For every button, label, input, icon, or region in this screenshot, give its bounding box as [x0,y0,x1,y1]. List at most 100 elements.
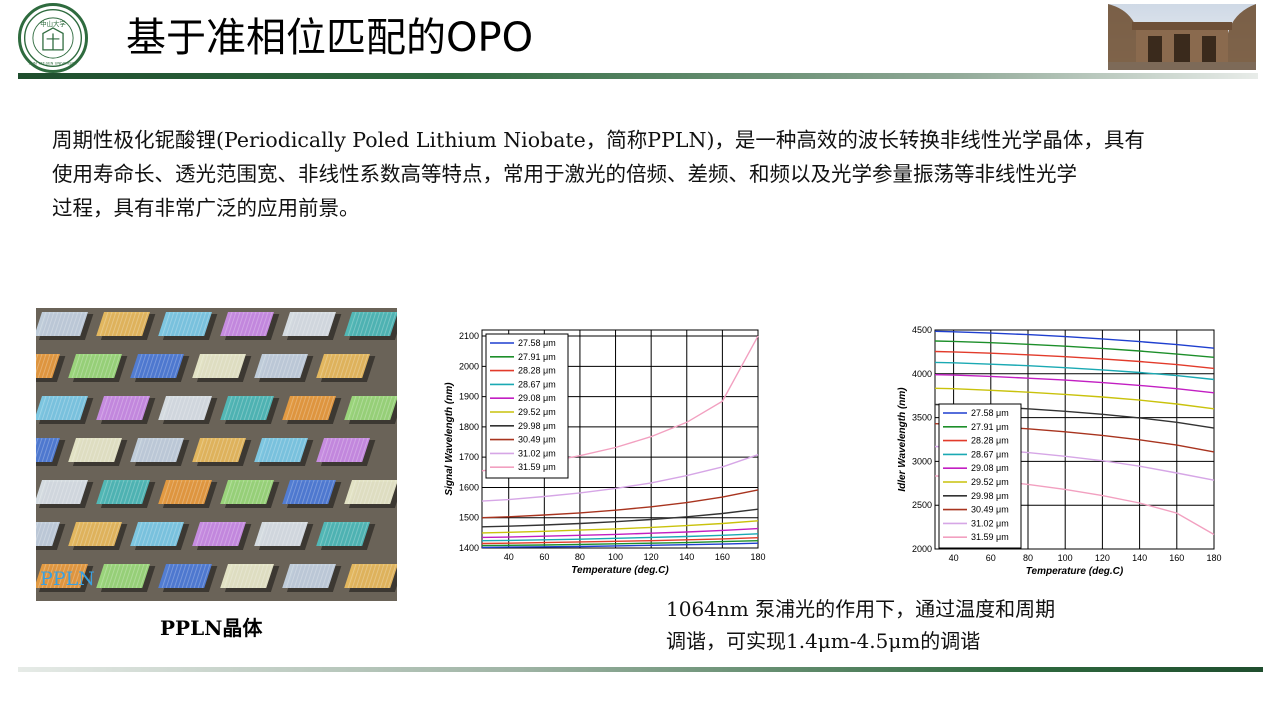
crystal-chip [220,396,280,424]
x-axis-label: Temperature (deg.C) [571,565,669,576]
crystal-chip [36,312,94,340]
series-line [934,350,1215,370]
crystal-chip [220,564,280,592]
legend-entry: 27.91 μm [971,422,1009,432]
legend-entry: 29.52 μm [518,407,556,417]
intro-paragraph: 周期性极化铌酸锂(Periodically Poled Lithium Niob… [52,123,1262,225]
crystal-chip [158,396,218,424]
tuning-caption-line-1: 1064nm 泵浦光的作用下，通过温度和周期 [666,597,1056,621]
x-tick-label: 60 [539,552,549,562]
x-tick-label: 180 [1206,553,1221,563]
crystal-chip [36,354,66,382]
y-tick-label: 2500 [912,500,932,510]
intro-line-1: 周期性极化铌酸锂(Periodically Poled Lithium Niob… [52,128,1145,152]
crystal-chip [158,312,218,340]
x-tick-label: 40 [504,552,514,562]
crystal-chip [130,522,190,550]
legend-entry: 29.08 μm [971,463,1009,473]
crystal-chip [316,522,376,550]
crystal-chip [36,438,66,466]
legend-entry: 31.02 μm [971,518,1009,528]
legend-entry: 28.28 μm [518,366,556,376]
crystal-chip [36,564,94,592]
y-tick-label: 1700 [459,452,479,462]
crystal-chip [282,564,342,592]
y-tick-label: 1600 [459,482,479,492]
x-tick-label: 120 [1095,553,1110,563]
y-axis-label: Signal Wavelength (nm) [444,382,455,496]
x-axis-label: Temperature (deg.C) [1026,566,1124,577]
legend-entry: 30.49 μm [518,435,556,445]
x-tick-label: 140 [1132,553,1147,563]
photo-label: PPLN [40,568,95,590]
x-tick-label: 60 [986,553,996,563]
crystal-chip [344,480,397,508]
intro-line-2: 使用寿命长、透光范围宽、非线性系数高等特点，常用于激光的倍频、差频、和频以及光学… [52,162,1077,186]
legend-entry: 31.59 μm [971,532,1009,542]
series-line [934,330,1215,349]
legend-entry: 30.49 μm [971,505,1009,515]
y-tick-label: 3000 [912,456,932,466]
y-tick-label: 1400 [459,543,479,553]
legend-entry: 27.58 μm [971,408,1009,418]
crystal-chip [254,438,314,466]
series-line [481,540,759,547]
series-line [481,508,759,528]
y-tick-label: 4000 [912,369,932,379]
crystal-chip [254,354,314,382]
x-tick-label: 80 [1023,553,1033,563]
x-tick-label: 40 [949,553,959,563]
series-line [481,527,759,539]
y-tick-label: 1500 [459,513,479,523]
crystal-chip [96,396,156,424]
crystal-chip [130,438,190,466]
legend-entry: 31.59 μm [518,462,556,472]
logo-text: 中山大学 [40,19,66,28]
y-tick-label: 2000 [459,361,479,371]
legend-entry: 31.02 μm [518,448,556,458]
university-logo: 中山大学 SUN YAT-SEN UNIVERSITY [18,3,88,73]
crystal-chip [36,396,94,424]
crystal-chip [282,396,342,424]
x-tick-label: 100 [1058,553,1073,563]
crystal-chip [220,312,280,340]
series-line [934,340,1215,358]
crystal-chip [36,522,66,550]
x-tick-label: 80 [575,552,585,562]
crystal-chip [344,564,397,592]
x-tick-label: 180 [750,552,765,562]
x-tick-label: 160 [1169,553,1184,563]
series-line [481,520,759,534]
crystal-chip [96,480,156,508]
series-line [481,542,759,549]
crystal-chip [220,480,280,508]
legend-entry: 29.08 μm [518,393,556,403]
crystal-chip [130,354,190,382]
crystal-chip [282,480,342,508]
crystal-chip [96,564,156,592]
crystal-chip [344,396,397,424]
x-tick-label: 100 [608,552,623,562]
series-line [481,489,759,519]
legend-entry: 27.91 μm [518,352,556,362]
logo-ring-text: SUN YAT-SEN UNIVERSITY [29,61,78,66]
y-tick-label: 3500 [912,413,932,423]
y-tick-label: 1800 [459,422,479,432]
series-line [934,361,1215,381]
photo-caption: PPLN晶体 [160,616,263,640]
crystal-chip [192,522,252,550]
crystal-chip [96,312,156,340]
header-divider [18,73,1258,79]
series-line [481,537,759,545]
x-tick-label: 140 [679,552,694,562]
x-tick-label: 160 [715,552,730,562]
crystal-chip [68,438,128,466]
crystal-chip [254,522,314,550]
ppln-crystal-photo [36,308,397,601]
page-title: 基于准相位匹配的OPO [126,15,534,61]
